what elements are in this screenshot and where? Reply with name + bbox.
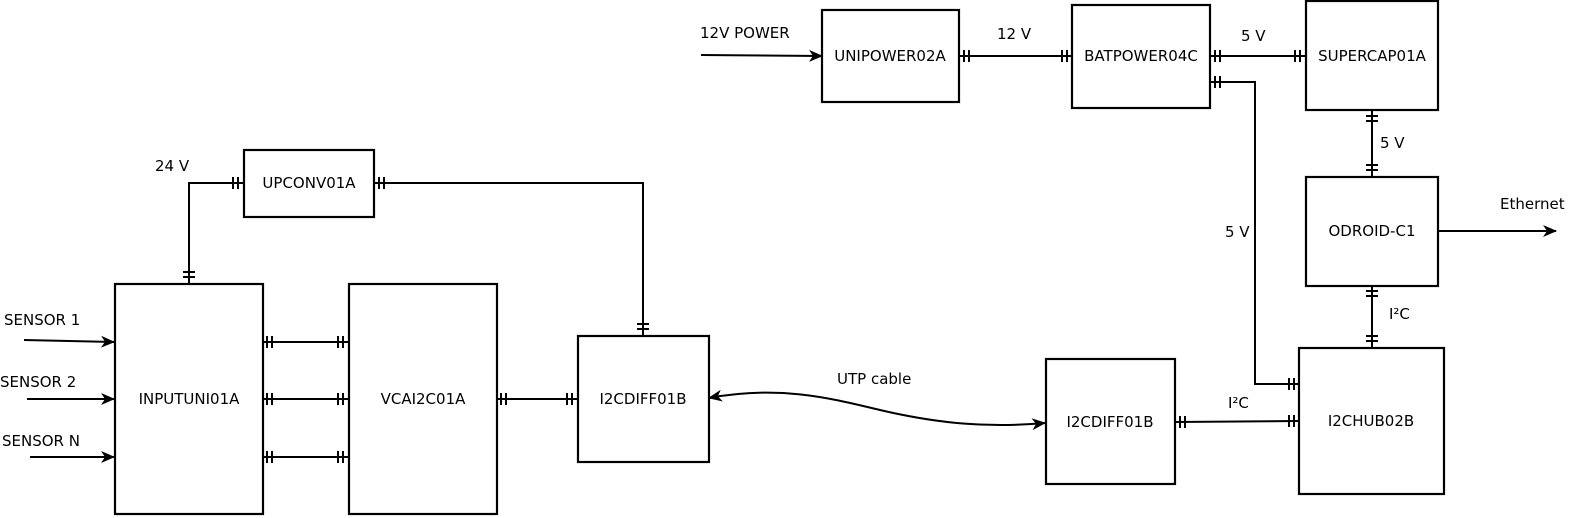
wire-odroid-i2chub	[1366, 286, 1378, 348]
block-upconv-label: UPCONV01A	[262, 174, 356, 192]
block-supercap-label: SUPERCAP01A	[1318, 47, 1427, 65]
block-i2chub-label: I2CHUB02B	[1328, 412, 1414, 430]
utp-cable	[708, 389, 1046, 431]
label-5v-bat-cap: 5 V	[1241, 27, 1266, 45]
wire-batpower-supercap	[1210, 50, 1306, 62]
block-odroid[interactable]: ODROID-C1	[1304, 175, 1440, 288]
block-unipower[interactable]: UNIPOWER02A	[820, 8, 961, 104]
block-i2cdiff-left-label: I2CDIFF01B	[599, 390, 686, 408]
wire-i2cdiff-i2chub	[1174, 415, 1300, 428]
wire-upconv-i2cdiff	[374, 177, 649, 336]
block-i2cdiff-left[interactable]: I2CDIFF01B	[576, 334, 711, 464]
bus-inputuni-vcai2c	[263, 336, 349, 463]
block-i2cdiff-right[interactable]: I2CDIFF01B	[1044, 357, 1177, 486]
block-i2chub[interactable]: I2CHUB02B	[1297, 346, 1446, 496]
label-sensor1: SENSOR 1	[4, 311, 80, 329]
label-sensor2: SENSOR 2	[0, 373, 76, 391]
wire-supercap-odroid	[1366, 110, 1378, 177]
block-supercap[interactable]: SUPERCAP01A	[1304, 0, 1440, 112]
block-batpower[interactable]: BATPOWER04C	[1070, 3, 1212, 110]
label-5v-bat-hub: 5 V	[1225, 223, 1250, 241]
block-upconv[interactable]: UPCONV01A	[242, 148, 376, 219]
block-batpower-label: BATPOWER04C	[1084, 47, 1198, 65]
label-ethernet: Ethernet	[1500, 195, 1565, 213]
sensor1-arrow	[23, 335, 115, 348]
block-unipower-label: UNIPOWER02A	[834, 47, 946, 65]
label-12v: 12 V	[997, 25, 1032, 43]
label-5v-cap-odroid: 5 V	[1380, 134, 1405, 152]
block-i2cdiff-right-label: I2CDIFF01B	[1066, 413, 1153, 431]
label-i2c-odroid-hub: I²C	[1389, 305, 1410, 323]
wire-batpower-i2chub	[1210, 76, 1299, 390]
block-vcai2c-label: VCAI2C01A	[381, 390, 467, 408]
label-i2c-diff-hub: I²C	[1228, 394, 1249, 412]
power-in-arrow	[700, 49, 823, 62]
block-odroid-label: ODROID-C1	[1329, 222, 1416, 240]
wire-vcai2c-i2cdiff	[497, 393, 578, 405]
block-vcai2c[interactable]: VCAI2C01A	[347, 282, 499, 516]
label-utp-cable: UTP cable	[837, 370, 911, 388]
wire-unipower-batpower	[959, 50, 1072, 62]
wire-upconv-inputuni	[183, 177, 244, 284]
label-24v: 24 V	[155, 157, 190, 175]
label-12v-power: 12V POWER	[700, 24, 790, 42]
block-inputuni[interactable]: INPUTUNI01A	[113, 282, 265, 516]
label-sensorN: SENSOR N	[2, 432, 80, 450]
block-inputuni-label: INPUTUNI01A	[139, 390, 241, 408]
